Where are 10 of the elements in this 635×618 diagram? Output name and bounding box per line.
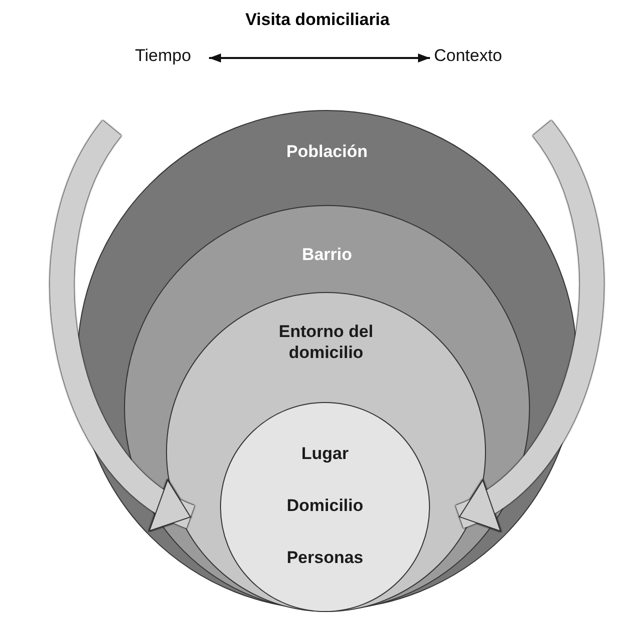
axis-label: Tiempo	[135, 46, 205, 70]
circle-label: Población	[285, 141, 369, 162]
circle-label: Barrio	[300, 244, 354, 265]
circle-label: Personas	[286, 547, 364, 568]
double-arrow	[209, 54, 430, 62]
axis-label: Contexto	[434, 46, 524, 70]
circle-label: Domicilio	[286, 495, 364, 516]
circle-label: Lugar	[300, 443, 350, 464]
circle-label: Entorno del domicilio	[278, 321, 374, 363]
diagram-title: Visita domiciliaria	[244, 10, 391, 30]
